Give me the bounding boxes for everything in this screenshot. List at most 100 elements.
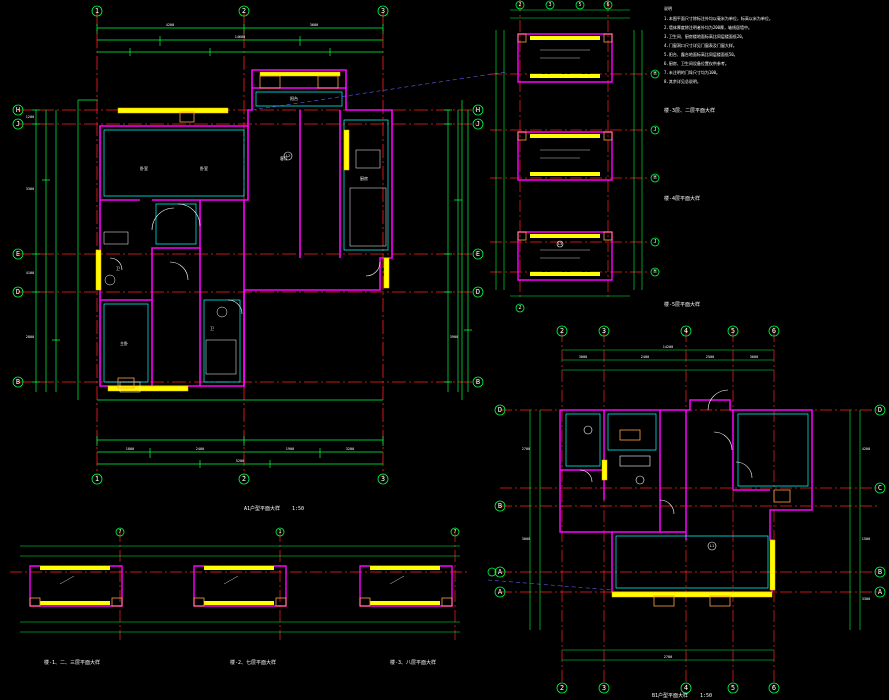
dim-main-left-3: 4100 [26, 271, 34, 275]
note-5: 5.阳台、露台地面标高比同层楼面低50。 [664, 51, 738, 57]
grid-b-top-6: 6 [772, 327, 776, 335]
grid-b-bottom-6: 6 [772, 684, 776, 692]
room-mark-1: L1 [710, 544, 714, 548]
svg-text:客厅: 客厅 [280, 155, 288, 161]
grid-bottom-2: 1 [278, 529, 281, 535]
caption-detail-4: 楼-4层平面大样 [664, 195, 700, 202]
grid-main-right-E: E [476, 250, 480, 258]
bottom-details: 7 1 7 [10, 527, 497, 640]
dim-main-top-total: 14600 [235, 35, 246, 39]
grid-main-right-B: B [476, 378, 480, 386]
svg-text:卫: 卫 [116, 266, 120, 271]
dim-main-left-2: 3300 [26, 187, 34, 191]
svg-text:卫: 卫 [210, 326, 214, 331]
dim-main-bottom-2: 2400 [196, 447, 204, 451]
grid-main-top-3: 3 [381, 7, 385, 15]
grid-main-left-J: J [16, 120, 20, 128]
note-6: 6.厨房、卫生间设备位置仅供参考。 [664, 60, 729, 66]
grid-main-bottom-1: 1 [95, 475, 99, 483]
grid-bottom-1: 7 [118, 529, 121, 535]
dim-b-side-1: 2700 [522, 447, 530, 451]
grid-detail-right-4: J [653, 239, 656, 245]
grid-detail-right-1: H [653, 71, 656, 77]
grid-main-right-D: D [476, 288, 480, 296]
grid-main-bottom-3: 3 [381, 475, 385, 483]
main-grid-bubbles: 1 2 3 1 2 3 H J E D B H J E D B [12, 5, 484, 485]
grid-b-bottom-4: 4 [684, 684, 688, 692]
grid-b-top-3: 3 [602, 327, 606, 335]
grid-b-right-C: C [878, 484, 882, 492]
scale-plan-b: 1:50 [700, 693, 712, 699]
dim-main-bottom-4: 3200 [346, 447, 354, 451]
grid-b-left-D: D [498, 406, 502, 414]
svg-text:厨房: 厨房 [360, 175, 368, 181]
dim-b-side-5: 3300 [862, 597, 870, 601]
dim-main-top-1: 4200 [166, 23, 174, 27]
grid-detail-bottom: 2 [518, 305, 521, 311]
svg-text:主卧: 主卧 [120, 340, 128, 346]
grid-b-bottom-5: 5 [731, 684, 735, 692]
caption-plan-b: B1户型平面大样 [652, 692, 688, 699]
grid-main-left-E: E [16, 250, 20, 258]
grid-main-top-2: 2 [242, 7, 246, 15]
dim-main-left-4: 2800 [26, 335, 34, 339]
grid-b-right-B: B [878, 568, 882, 576]
caption-detail-3: 楼-3层、二层平面大样 [664, 107, 715, 114]
grid-detail-top-5: 5 [578, 2, 581, 8]
grid-b-right-D: D [878, 406, 882, 414]
svg-text:卧室: 卧室 [140, 165, 148, 171]
detail-views: 2 3 5 6 H J H J H 2 [490, 0, 660, 313]
note-1: 1.本图平面尺寸除标注外均以毫米为单位，标高以米为单位。 [664, 15, 773, 21]
dim-b-total: 14200 [663, 345, 674, 349]
dim-main-bottom-1: 1800 [126, 447, 134, 451]
dim-b-side-4: 1500 [862, 537, 870, 541]
dim-b-top-1: 3000 [579, 355, 587, 359]
dim-b-side-3: 4200 [862, 447, 870, 451]
scale-main-plan: 1:50 [292, 506, 304, 512]
caption-bottom-1: 楼-1、二、三层平面大样 [44, 659, 100, 666]
grid-b-left-A2: A [498, 588, 503, 596]
grid-main-left-B: B [16, 378, 20, 386]
dim-main-top-2: 3600 [310, 23, 318, 27]
grid-b-top-4: 4 [684, 327, 688, 335]
main-plan: 4200 3600 14600 1800 2400 1900 3200 5200… [18, 12, 613, 591]
notes-block: 说明 1.本图平面尺寸除标注外均以毫米为单位，标高以米为单位。 2.墙体厚度除注… [664, 5, 773, 84]
dim-b-top-3: 2500 [706, 355, 714, 359]
grid-main-left-D: D [16, 288, 20, 296]
grid-main-bottom-2: 2 [242, 475, 246, 483]
note-3: 3.卫生间、厨房楼地面标高比同层楼面低20。 [664, 33, 746, 39]
svg-text:阳台: 阳台 [290, 95, 298, 101]
caption-bottom-2: 楼-2、七层平面大样 [230, 659, 276, 666]
note-7: 7.未注明的门垛尺寸均为100。 [664, 69, 720, 75]
grid-main-left-H: H [16, 106, 20, 114]
grid-main-top-1: 1 [95, 7, 99, 15]
dim-b-side-2: 3000 [522, 537, 530, 541]
note-4: 4.门窗洞口尺寸详见门窗表及门窗大样。 [664, 42, 737, 48]
grid-detail-right-3: H [653, 175, 656, 181]
grid-detail-top-3: 3 [548, 2, 551, 8]
room-mark-2: L2 [286, 154, 290, 158]
dim-main-left-1: 1200 [26, 115, 34, 119]
grid-b-top-5: 5 [731, 327, 735, 335]
grid-b-right-A: A [878, 588, 883, 596]
room-mark-3: L3 [558, 242, 562, 246]
grid-b-bottom-3: 3 [602, 684, 606, 692]
grid-detail-top-2: 2 [518, 2, 521, 8]
grid-main-right-H: H [476, 106, 480, 114]
grid-main-right-J: J [476, 120, 480, 128]
grid-bottom-3: 7 [453, 529, 456, 535]
grid-b-left-B: B [498, 502, 502, 510]
dim-main-right-1: 3900 [450, 335, 458, 339]
note-2: 2.墙体厚度除注明者外均为200厚，轴线居墙中。 [664, 24, 752, 30]
dim-b-bottom: 2700 [664, 655, 672, 659]
svg-text:卧室: 卧室 [200, 165, 208, 171]
plan-b: 3000 2400 2500 3600 14200 2700 2700 3000… [283, 151, 886, 694]
dim-b-top-4: 3600 [750, 355, 758, 359]
dim-b-top-2: 2400 [641, 355, 649, 359]
grid-b-top-2: 2 [560, 327, 564, 335]
grid-b-bottom-2: 2 [560, 684, 564, 692]
note-8: 8.其余详见总说明。 [664, 78, 701, 84]
caption-main-plan: A1户型平面大样 [244, 505, 280, 512]
caption-detail-5: 楼-5层平面大样 [664, 301, 700, 308]
